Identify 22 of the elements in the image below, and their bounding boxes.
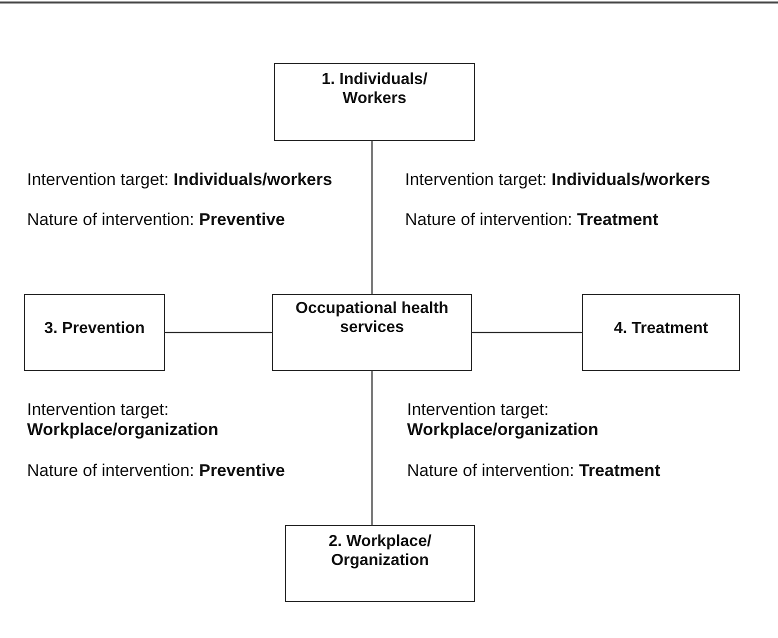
connector-line (165, 332, 272, 334)
box-label: 2. Workplace/ Organization (328, 532, 432, 570)
category-box (24, 294, 165, 371)
annotation-text: Nature of intervention: Preventive (27, 461, 286, 481)
connector-line (371, 371, 373, 525)
annotation-text: Intervention target: Workplace/organization (407, 400, 600, 440)
box-label: Occupational health services (294, 299, 450, 337)
box-label: 3. Prevention (43, 319, 146, 338)
annotation-text: Intervention target: Workplace/organization (27, 400, 220, 440)
connector-line (472, 332, 582, 334)
box-label: 1. Individuals/ Workers (320, 70, 428, 108)
category-box (272, 294, 472, 371)
annotation-text: Nature of intervention: Treatment (407, 461, 662, 481)
category-box (274, 63, 475, 141)
annotation-text: Nature of intervention: Preventive (27, 210, 286, 230)
category-box (582, 294, 740, 371)
box-label: 4. Treatment (612, 319, 710, 338)
category-box (285, 525, 475, 602)
annotation-text: Intervention target: Individuals/workers (27, 170, 334, 190)
annotation-text: Intervention target: Individuals/workers (405, 170, 712, 190)
connector-line (371, 141, 373, 294)
annotation-text: Nature of intervention: Treatment (405, 210, 660, 230)
